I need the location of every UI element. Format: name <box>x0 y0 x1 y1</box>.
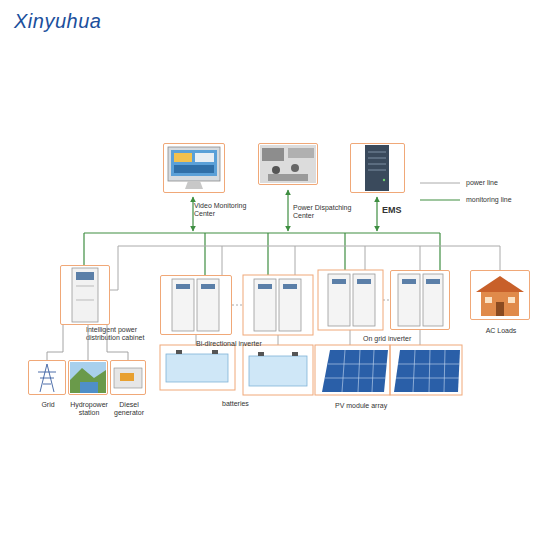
group-label: PV module array <box>335 401 387 410</box>
power-line <box>88 325 89 360</box>
pv-frame <box>390 345 462 395</box>
inverter-frame <box>318 270 383 330</box>
power-line <box>47 325 63 360</box>
node-label: AC Loads <box>471 327 531 335</box>
house-icon <box>476 276 524 316</box>
legend-label: power line <box>466 179 498 187</box>
component-box: Diesel generator <box>110 360 146 395</box>
power-line <box>107 325 128 360</box>
dispatch-photo <box>260 145 316 183</box>
component-box: Intelligent power distribution cabinet <box>60 265 110 325</box>
group-label: batteries <box>222 399 249 408</box>
component-box: Grid <box>28 360 66 395</box>
node-label: Intelligent power distribution cabinet <box>86 326 158 342</box>
node-label: Power Dispatching Center <box>293 204 359 220</box>
node-label: Grid <box>25 401 71 409</box>
node-label: Hydropower station <box>65 401 113 417</box>
monitoring-arrow <box>287 190 288 231</box>
inverter-display <box>176 279 440 289</box>
node-label: Video Monitoring Center <box>194 202 256 218</box>
node-label: EMS <box>382 205 422 216</box>
brand-logo: Xinyuhua <box>14 10 101 32</box>
cabinet-icon <box>72 268 98 322</box>
tower-icon <box>38 364 56 392</box>
component-box: AC Loads <box>470 270 530 320</box>
node-label: Diesel generator <box>107 401 151 417</box>
inverter-frame <box>243 275 313 335</box>
pv-panel-icon <box>322 350 460 392</box>
hydropower-icon <box>70 362 106 393</box>
component-box: Hydropower station <box>68 360 108 395</box>
server-rack-icon <box>365 145 389 191</box>
legend-line-sample <box>420 183 460 184</box>
monitoring-arrow <box>192 197 193 231</box>
pv-frame <box>315 345 390 395</box>
monitoring-bus <box>84 233 440 275</box>
node-label: Bi-directional inverter <box>196 340 296 348</box>
generator-icon <box>114 368 142 388</box>
component-box: Bi-directional inverter <box>160 275 232 335</box>
battery-frame <box>160 345 235 390</box>
power-bus <box>110 246 500 345</box>
battery-frame <box>243 345 313 395</box>
node-label: On grid inverter <box>363 335 453 343</box>
battery-icon <box>166 350 307 386</box>
component-box: Power Dispatching Center <box>258 143 318 185</box>
inverter-cabinet-icon <box>172 274 443 331</box>
component-box: EMS <box>350 143 405 193</box>
component-box: On grid inverter <box>390 270 450 330</box>
component-box: Video Monitoring Center <box>163 143 225 193</box>
legend-label: monitoring line <box>466 196 512 204</box>
monitoring-arrow <box>376 197 377 231</box>
monitor-icon <box>168 147 220 189</box>
legend-line-sample <box>420 199 460 200</box>
